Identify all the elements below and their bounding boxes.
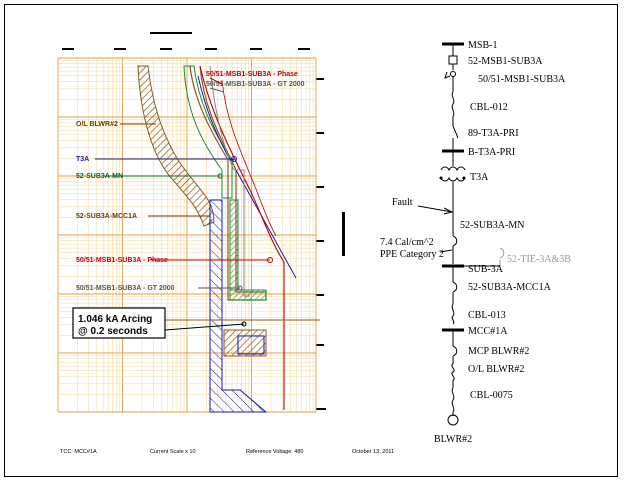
tcc-label-arrows [95, 77, 270, 289]
right-ruler-ticks [316, 78, 345, 410]
footer-scale: Current Scale x 10 [150, 449, 196, 455]
t3a-inrush [209, 199, 268, 413]
ol-node-52-msb1-sub3a: 52-MSB1-SUB3A [468, 56, 543, 67]
mn-band [183, 65, 233, 199]
ol-node-msb1: MSB-1 [468, 40, 497, 51]
tcc-label-phase-top: 50/51-MSB1-SUB3A - Phase [206, 71, 298, 78]
ol-node-89-t3a-pri: 89-T3A-PRI [468, 128, 519, 139]
ol-node-ol-blwr2: O/L BLWR#2 [468, 364, 524, 375]
ol-node-blwr2: BLWR#2 [434, 434, 472, 445]
ol-node-50-51: 50/51-MSB1-SUB3A [478, 74, 566, 85]
ol-fault-label: Fault [392, 197, 413, 208]
drawing-frame [4, 4, 618, 477]
tcc-label-ol-blwr2: O/L BLWR#2 [76, 121, 118, 128]
tcc-label-t3a: T3A [76, 156, 89, 163]
tcc-label-ground: 50/51-MSB1-SUB3A - GT 2000 [76, 285, 175, 292]
ol-node-cbl0075: CBL-0075 [470, 390, 513, 401]
ol-node-sub3a: SUB-3A [468, 264, 504, 275]
ground-curve [209, 65, 250, 297]
arcing-callout [72, 307, 166, 339]
tcc-grid [57, 57, 317, 413]
ol-node-cbl013: CBL-013 [468, 310, 506, 321]
ol-node-mcc1a: MCC#1A [468, 326, 508, 337]
phase-curve-inner [221, 79, 277, 237]
tcc-label-mn: 52-SUB3A-MN [76, 173, 123, 180]
footer-title: TCC: MCC#1A [60, 449, 97, 455]
mn-hatch-foot [229, 289, 267, 301]
phase-curve [199, 65, 285, 410]
mcc1a-curve [189, 65, 267, 301]
arcing-time-text: @ 0.2 seconds [78, 326, 148, 337]
arc-flash-box [223, 329, 267, 357]
tcc-label-ground-top: 50/51-MSB1-SUB3A - GT 2000 [206, 81, 305, 88]
ol-node-tie: 52-TIE-3A&3B [507, 254, 571, 265]
tcc-arrowheads [217, 156, 273, 291]
footer-date: October 13, 2011 [352, 449, 394, 455]
ol-node-t3a: T3A [470, 172, 489, 183]
one-line-diagram [417, 42, 505, 426]
tcc-curves [80, 65, 320, 413]
ol-energy-label: 7.4 Cal/cm^2 [380, 237, 434, 248]
ol-node-cbl012: CBL-012 [470, 102, 508, 113]
ol-ppe-label: PPE Category 2 [380, 249, 444, 260]
top-ruler-ticks [62, 32, 310, 50]
mn-hatch [229, 199, 239, 291]
arc-box-blue [237, 335, 265, 355]
tcc-label-mcc1a: 52-SUB3A-MCC1A [76, 213, 137, 220]
t3a-damage-line [235, 169, 297, 279]
ol-blwr2-band [137, 65, 215, 227]
ol-node-52-sub3a-mcc1a: 52-SUB3A-MCC1A [468, 282, 552, 293]
tcc-label-phase: 50/51-MSB1-SUB3A - Phase [76, 257, 168, 264]
one-line-gray-relay [439, 176, 466, 180]
ol-node-mcp-blwr2: MCP BLWR#2 [468, 346, 529, 357]
footer-voltage: Reference Voltage: 480 [246, 449, 304, 455]
arcing-current-text: 1.046 kA Arcing [78, 314, 152, 325]
ol-node-b-t3a-pri: B-T3A-PRI [468, 147, 515, 158]
ol-node-52-sub3a-mn: 52-SUB3A-MN [460, 220, 524, 231]
